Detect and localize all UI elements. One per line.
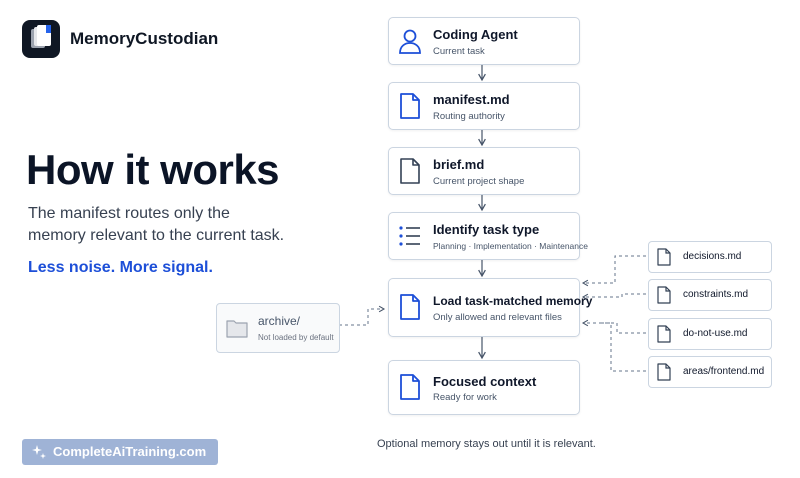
file-link-constraints <box>581 293 646 301</box>
node-subtitle: Only allowed and relevant files <box>433 312 562 323</box>
node-subtitle: Ready for work <box>433 392 497 403</box>
brand: MemoryCustodian <box>22 20 218 58</box>
node-subtitle: Planning · Implementation · Maintenance <box>433 241 588 251</box>
list-icon <box>399 226 420 246</box>
archive-box: archive/ Not loaded by default <box>216 303 340 353</box>
flow-node-focused-context: Focused context Ready for work <box>388 360 580 415</box>
document-icon <box>400 294 420 320</box>
subtitle-line: memory relevant to the current task. <box>28 227 285 244</box>
file-label: constraints.md <box>683 289 749 300</box>
file-label: decisions.md <box>683 251 742 262</box>
document-icon <box>400 158 420 184</box>
memory-file-constraints: constraints.md <box>648 279 772 311</box>
tagline: Less noise. More signal. <box>28 259 213 276</box>
page-subtitle: The manifest routes only the memory rele… <box>28 203 318 247</box>
file-icon <box>657 325 671 343</box>
node-title: Identify task type <box>433 222 540 237</box>
subtitle-line: The manifest routes only the <box>28 205 230 222</box>
flow-node-manifest: manifest.md Routing authority <box>388 82 580 130</box>
file-link-do-not-use <box>581 319 646 334</box>
archive-link <box>339 305 386 326</box>
document-icon <box>400 93 420 119</box>
footnote: Optional memory stays out until it is re… <box>377 438 596 450</box>
brand-logo <box>22 20 60 58</box>
file-icon <box>657 248 671 266</box>
node-title: Focused context <box>433 374 537 389</box>
flow-node-brief: brief.md Current project shape <box>388 147 580 195</box>
file-label: areas/frontend.md <box>683 366 765 377</box>
archive-title: archive/ <box>258 314 301 328</box>
file-label: do-not-use.md <box>683 328 748 339</box>
watermark-text: CompleteAiTraining.com <box>53 444 207 459</box>
user-icon <box>399 29 421 54</box>
sparkle-icon <box>32 445 46 459</box>
file-icon <box>657 363 671 381</box>
flow-node-load-memory: Load task-matched memory Only allowed an… <box>388 278 592 337</box>
node-title: manifest.md <box>433 92 510 107</box>
document-icon <box>400 374 420 400</box>
file-icon <box>657 286 671 304</box>
node-subtitle: Current project shape <box>433 176 525 187</box>
brand-name: MemoryCustodian <box>70 29 219 48</box>
node-title: brief.md <box>433 157 485 172</box>
memory-file-decisions: decisions.md <box>648 241 772 273</box>
file-link-frontend <box>602 322 646 372</box>
node-subtitle: Routing authority <box>433 111 505 122</box>
node-title: Load task-matched memory <box>433 294 593 308</box>
memory-file-frontend: areas/frontend.md <box>648 356 772 388</box>
stacked-cards-icon <box>31 25 51 48</box>
archive-subtitle: Not loaded by default <box>258 333 334 342</box>
node-title: Coding Agent <box>433 27 518 42</box>
flow-node-identify-task: Identify task type Planning · Implementa… <box>388 212 588 260</box>
node-subtitle: Current task <box>433 46 485 57</box>
watermark-badge: CompleteAiTraining.com <box>22 439 218 465</box>
file-link-decisions <box>581 255 646 287</box>
folder-icon <box>226 320 248 338</box>
memory-file-do-not-use: do-not-use.md <box>648 318 772 350</box>
page-title: How it works <box>26 146 280 193</box>
flow-node-coding-agent: Coding Agent Current task <box>388 17 580 65</box>
